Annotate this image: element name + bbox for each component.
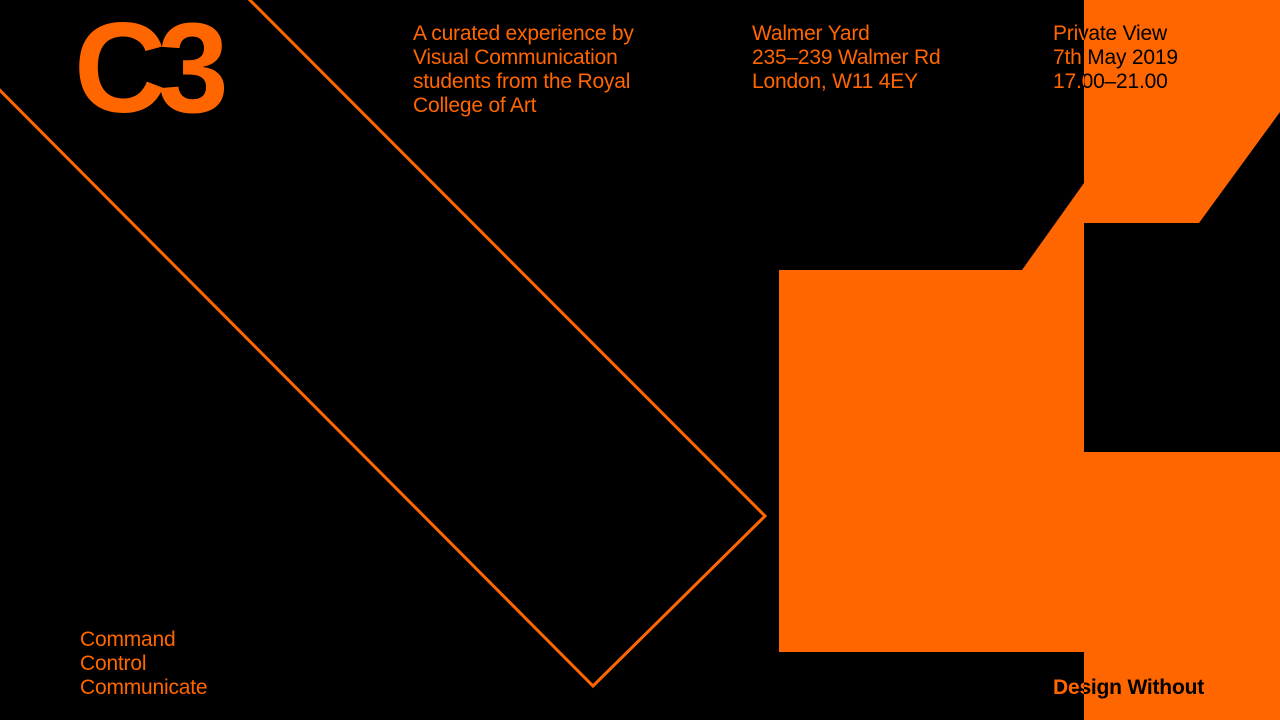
event-details: Private View 7th May 2019 17.00–21.00: [1053, 22, 1178, 94]
event-line: Private View: [1053, 22, 1167, 45]
intro-line: students from the Royal: [413, 70, 631, 93]
tagline-line: Control: [80, 652, 147, 675]
orange-block-shape: [779, 0, 1280, 720]
footer-design-without: Design Without: [1053, 676, 1204, 699]
tagline-line: Communicate: [80, 676, 208, 699]
venue-line: London, W11 4EY: [752, 70, 918, 93]
intro-line: College of Art: [413, 94, 537, 117]
venue-line: 235–239 Walmer Rd: [752, 46, 941, 69]
c3-logo: C3: [74, 0, 229, 140]
tagline: Command Control Communicate: [80, 628, 208, 700]
intro-line: A curated experience by: [413, 22, 634, 45]
venue-address: Walmer Yard 235–239 Walmer Rd London, W1…: [752, 22, 941, 94]
tagline-line: Command: [80, 628, 176, 651]
rotated-rectangle-outline: [0, 0, 768, 689]
intro-line: Visual Communication: [413, 46, 618, 69]
event-line: 7th May 2019: [1053, 46, 1178, 69]
event-line: 17.00–21.00: [1053, 70, 1168, 93]
intro-text: A curated experience by Visual Communica…: [413, 22, 634, 118]
venue-line: Walmer Yard: [752, 22, 870, 45]
